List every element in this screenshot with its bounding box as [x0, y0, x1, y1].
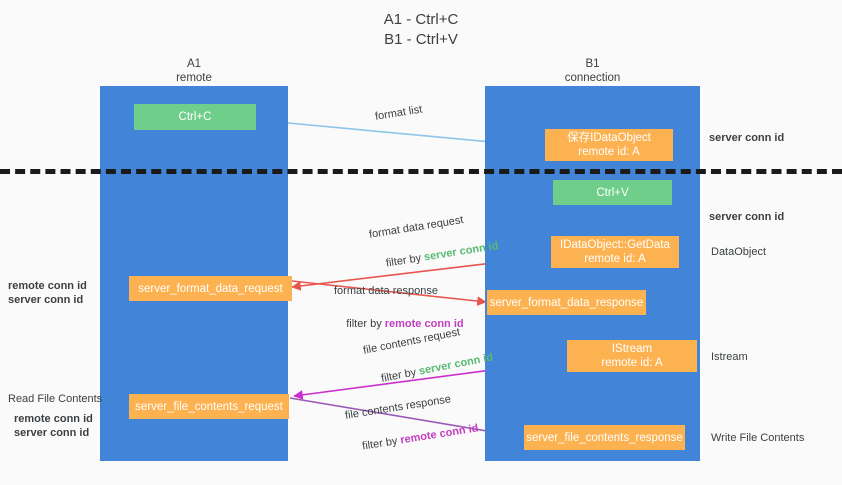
- page-title: A1 - Ctrl+C B1 - Ctrl+V: [383, 11, 459, 48]
- arrow-format-data-response: [291, 280, 487, 306]
- box-idataobject-getdata[interactable]: IDataObject::GetData remote id: A: [551, 236, 679, 268]
- filter-key-server-conn-id: server conn id: [417, 351, 495, 378]
- box-ctrl-c[interactable]: Ctrl+C: [134, 104, 256, 130]
- lane-b1-header: B1 connection: [564, 58, 621, 84]
- filter-key-remote-conn-id: remote conn id: [384, 318, 464, 330]
- left-label-remote-conn-id-bottom: remote conn id: [14, 413, 93, 425]
- lane-a1-header: A1 remote: [176, 58, 212, 84]
- filter-prefix: filter by: [361, 434, 402, 453]
- filter-key-remote-conn-id: remote conn id: [399, 422, 480, 447]
- left-label-conn-ids-mid: remote conn id server conn id: [8, 279, 87, 307]
- left-label-conn-ids-bottom: remote conn id server conn id: [14, 412, 93, 440]
- box-server-format-data-request[interactable]: server_format_data_request: [129, 276, 292, 301]
- right-label-istream: Istream: [711, 351, 748, 363]
- right-label-dataobject: DataObject: [711, 246, 767, 258]
- box-istream[interactable]: IStream remote id: A: [567, 340, 697, 372]
- left-label-server-conn-id-bottom: server conn id: [14, 427, 90, 439]
- box-server-file-contents-response[interactable]: server_file_contents_response: [524, 425, 685, 450]
- filter-key-server-conn-id: server conn id: [423, 239, 500, 264]
- filter-prefix: filter by: [380, 365, 421, 385]
- filter-prefix: filter by: [346, 318, 385, 330]
- right-label-server-conn-id-top: server conn id: [709, 132, 785, 144]
- right-label-server-conn-id-mid: server conn id: [709, 211, 785, 223]
- right-label-write-file-contents: Write File Contents: [711, 432, 805, 444]
- box-server-file-contents-request[interactable]: server_file_contents_request: [129, 394, 289, 419]
- label-format-data-response-group: format data response filter by remote co…: [334, 284, 464, 345]
- left-label-server-conn-id-mid: server conn id: [8, 294, 84, 306]
- box-save-idataobject[interactable]: 保存IDataObject remote id: A: [545, 129, 673, 161]
- filter-prefix: filter by: [385, 251, 426, 270]
- arrow-file-contents-response: [289, 397, 524, 441]
- box-server-format-data-response[interactable]: server_format_data_response: [487, 290, 646, 315]
- left-label-remote-conn-id-mid: remote conn id: [8, 280, 87, 292]
- phase-separator: [0, 169, 842, 174]
- left-label-read-file-contents: Read File Contents: [8, 393, 103, 405]
- label-format-data-response-filter: filter by remote conn id: [334, 303, 464, 345]
- box-ctrl-v[interactable]: Ctrl+V: [553, 180, 672, 205]
- label-format-data-response: format data response: [334, 285, 438, 297]
